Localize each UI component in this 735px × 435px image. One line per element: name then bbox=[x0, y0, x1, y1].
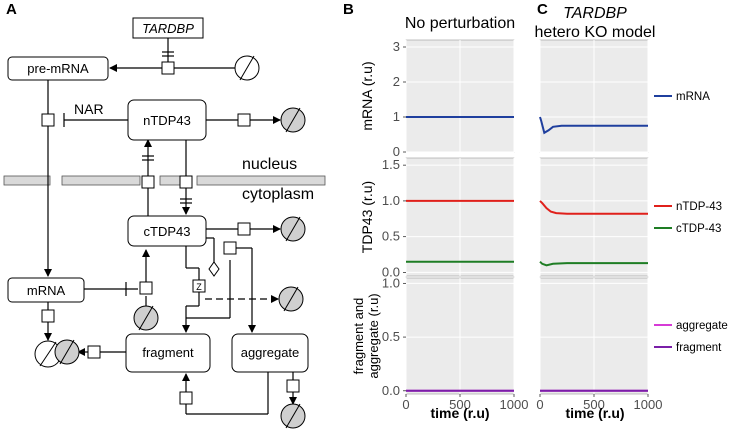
y-tick-label: 0.5 bbox=[382, 229, 400, 244]
legend-label: mRNA bbox=[676, 91, 710, 103]
legend-label: cTDP-43 bbox=[676, 223, 721, 235]
empty-set-slashes bbox=[59, 107, 301, 429]
y-tick-label: 1.5 bbox=[382, 157, 400, 172]
x-tick-label: 0 bbox=[536, 397, 543, 412]
empty-set-mrna-decay bbox=[34, 340, 62, 368]
x-axis-title-c: time (r.u) bbox=[565, 405, 624, 421]
panel-label-a: A bbox=[6, 1, 17, 18]
y-axis-title: TDP43 (r.u) bbox=[359, 181, 375, 253]
y-tick-label: 0.0 bbox=[382, 383, 400, 398]
aggregate-label: aggregate bbox=[241, 345, 300, 360]
panel-label-b: B bbox=[343, 1, 354, 18]
cleavage-label: Z bbox=[196, 282, 202, 292]
pre-mrna-node: pre-mRNA bbox=[7, 56, 109, 81]
nuclear-membrane bbox=[3, 175, 326, 186]
y-tick-label: 3 bbox=[393, 39, 400, 54]
x-tick-label: 1000 bbox=[500, 397, 529, 412]
y-tick-label: 1.0 bbox=[382, 193, 400, 208]
diagram-panel: A nucleus cytoplasm bbox=[3, 1, 326, 429]
y-tick-label: 0.5 bbox=[382, 329, 400, 344]
y-axis-title: mRNA (r.u) bbox=[359, 61, 375, 130]
nucleus-label: nucleus bbox=[242, 156, 297, 173]
legend-label: aggregate bbox=[676, 320, 728, 332]
ntdp43-label: nTDP43 bbox=[143, 113, 191, 128]
series-line-ntdp-43 bbox=[539, 200, 648, 215]
fragment-node: fragment bbox=[125, 333, 211, 373]
x-tick-label: 500 bbox=[449, 397, 471, 412]
y-tick-label: 0 bbox=[393, 144, 400, 159]
x-axis-title-b: time (r.u) bbox=[430, 405, 489, 421]
series-line-mrna bbox=[539, 116, 648, 135]
reaction-squares: Z bbox=[41, 61, 300, 405]
y-tick-label: 1.0 bbox=[382, 275, 400, 290]
aggregate-node: aggregate bbox=[231, 333, 309, 373]
legends: mRNA nTDP-43 cTDP-43 aggregate fragment bbox=[654, 91, 728, 354]
legend-label: nTDP-43 bbox=[676, 201, 722, 213]
fragment-label: fragment bbox=[142, 345, 194, 360]
column-c-title: hetero KO model bbox=[535, 24, 656, 41]
pre-mrna-label: pre-mRNA bbox=[27, 61, 89, 76]
panel-label-c: C bbox=[537, 1, 548, 18]
plots-panel: B C No perturbation TARDBP hetero KO mod… bbox=[343, 1, 728, 421]
y-tick-label: 2 bbox=[393, 74, 400, 89]
y-axis-title-line2: aggregate (r.u) bbox=[366, 293, 381, 378]
series-line-ctdp-43 bbox=[539, 260, 648, 267]
x-tick-label: 1000 bbox=[634, 397, 663, 412]
y-tick-label: 1 bbox=[393, 109, 400, 124]
legend-label: fragment bbox=[676, 342, 722, 354]
y-axis-title: fragment and bbox=[351, 298, 366, 375]
ctdp43-node: cTDP43 bbox=[127, 215, 207, 247]
tardbp-label: TARDBP bbox=[142, 21, 194, 36]
ctdp43-label: cTDP43 bbox=[144, 224, 191, 239]
y-tick-label: 0.0 bbox=[382, 264, 400, 279]
empty-set-source bbox=[234, 55, 260, 81]
cytoplasm-label: cytoplasm bbox=[242, 186, 314, 203]
ntdp43-node: nTDP43 bbox=[127, 99, 207, 141]
x-tick-label: 500 bbox=[583, 397, 605, 412]
nar-label: NAR bbox=[74, 101, 104, 117]
tardbp-gene-node: TARDBP bbox=[132, 17, 204, 39]
x-tick-label: 0 bbox=[402, 397, 409, 412]
column-b-title: No perturbation bbox=[405, 15, 515, 32]
mrna-node: mRNA bbox=[7, 277, 85, 303]
column-c-title-gene: TARDBP bbox=[563, 5, 627, 22]
mrna-label: mRNA bbox=[27, 283, 66, 298]
